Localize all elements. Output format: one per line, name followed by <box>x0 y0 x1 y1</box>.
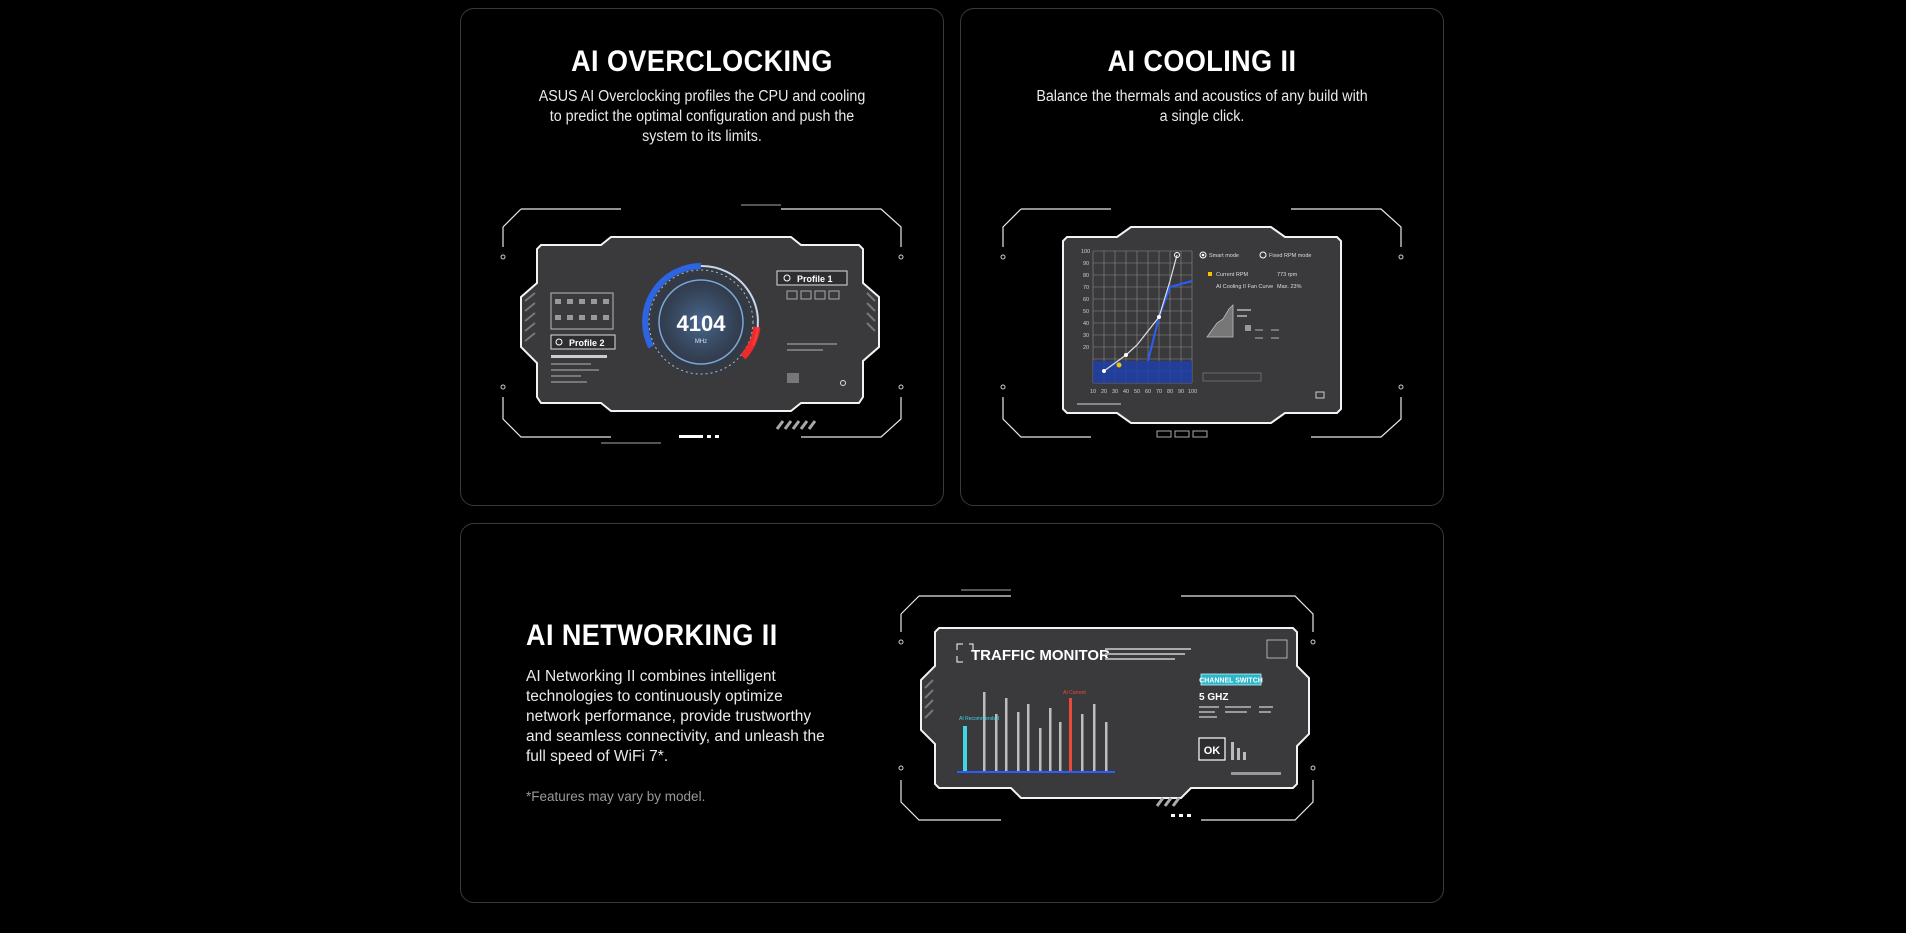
x-tick: 10 <box>1090 389 1096 395</box>
y-tick: 80 <box>1083 273 1089 279</box>
gauge-unit: MHz <box>695 339 707 345</box>
x-tick: 20 <box>1101 389 1107 395</box>
profile-2-label: Profile 2 <box>569 338 605 348</box>
gauge-value: 4104 <box>677 311 727 336</box>
profile-1-label: Profile 1 <box>797 274 833 284</box>
networking-description: AI Networking II combines intelligent te… <box>526 668 825 765</box>
traffic-monitor-title: TRAFFIC MONITOR <box>971 647 1110 664</box>
ai-cooling-card: AI COOLING II Balance the thermals and a… <box>960 8 1444 506</box>
band-label: 5 GHZ <box>1199 692 1228 703</box>
cooling-title: AI COOLING II <box>1107 45 1297 78</box>
x-tick: 70 <box>1156 389 1162 395</box>
ai-recommended-label: AI Recommended <box>959 716 999 722</box>
y-tick: 100 <box>1081 249 1090 255</box>
y-tick: 70 <box>1083 285 1089 291</box>
channel-switch-badge: CHANNEL SWITCH <box>1199 678 1263 685</box>
x-tick: 40 <box>1123 389 1129 395</box>
cooling-hud-image: 100 90 80 70 60 50 40 30 20 10 20 30 40 … <box>1000 208 1404 438</box>
fan-curve-label: AI Cooling II Fan Curve <box>1216 284 1273 290</box>
smart-mode-label: Smart mode <box>1209 253 1239 259</box>
fixed-rpm-mode-label: Fixed RPM mode <box>1269 253 1312 259</box>
ok-label: OK <box>1204 745 1221 757</box>
overclocking-description: ASUS AI Overclocking profiles the CPU an… <box>538 88 866 145</box>
x-tick: 50 <box>1134 389 1140 395</box>
y-tick: 50 <box>1083 309 1089 315</box>
y-tick: 20 <box>1083 345 1089 351</box>
y-tick: 40 <box>1083 321 1089 327</box>
networking-title: AI NETWORKING II <box>526 619 778 652</box>
y-tick: 60 <box>1083 297 1089 303</box>
x-tick: 100 <box>1188 389 1197 395</box>
x-tick: 80 <box>1167 389 1173 395</box>
overclocking-hud-image: Profile 2 4104 MHz Profile 1 <box>500 204 904 444</box>
networking-hud-image: TRAFFIC MONITOR CHANNEL SWITCH 5 GHZ OK … <box>898 589 1316 821</box>
ai-networking-card: AI NETWORKING II AI Networking II combin… <box>460 523 1444 903</box>
networking-note: *Features may vary by model. <box>526 789 706 804</box>
overclocking-title: AI OVERCLOCKING <box>571 45 833 78</box>
current-rpm-value: 773 rpm <box>1277 272 1298 278</box>
cooling-description: Balance the thermals and acoustics of an… <box>1036 88 1368 125</box>
max-label: Max. 23% <box>1277 284 1302 290</box>
cooling-title-wrap: AI COOLING II <box>961 45 1443 79</box>
cooling-y-ticks: 100 90 80 70 60 50 40 30 20 <box>1081 249 1090 351</box>
y-tick: 30 <box>1083 333 1089 339</box>
networking-text: AI NETWORKING II AI Networking II combin… <box>526 619 826 804</box>
ai-overclocking-card: AI OVERCLOCKING ASUS AI Overclocking pro… <box>460 8 944 506</box>
ai-current-label: AI Current <box>1063 690 1086 696</box>
current-rpm-label: Current RPM <box>1216 272 1249 278</box>
y-tick: 90 <box>1083 261 1089 267</box>
cooling-x-ticks: 10 20 30 40 50 60 70 80 90 100 <box>1090 389 1197 395</box>
x-tick: 30 <box>1112 389 1118 395</box>
x-tick: 60 <box>1145 389 1151 395</box>
x-tick: 90 <box>1178 389 1184 395</box>
overclocking-title-wrap: AI OVERCLOCKING <box>461 45 943 79</box>
